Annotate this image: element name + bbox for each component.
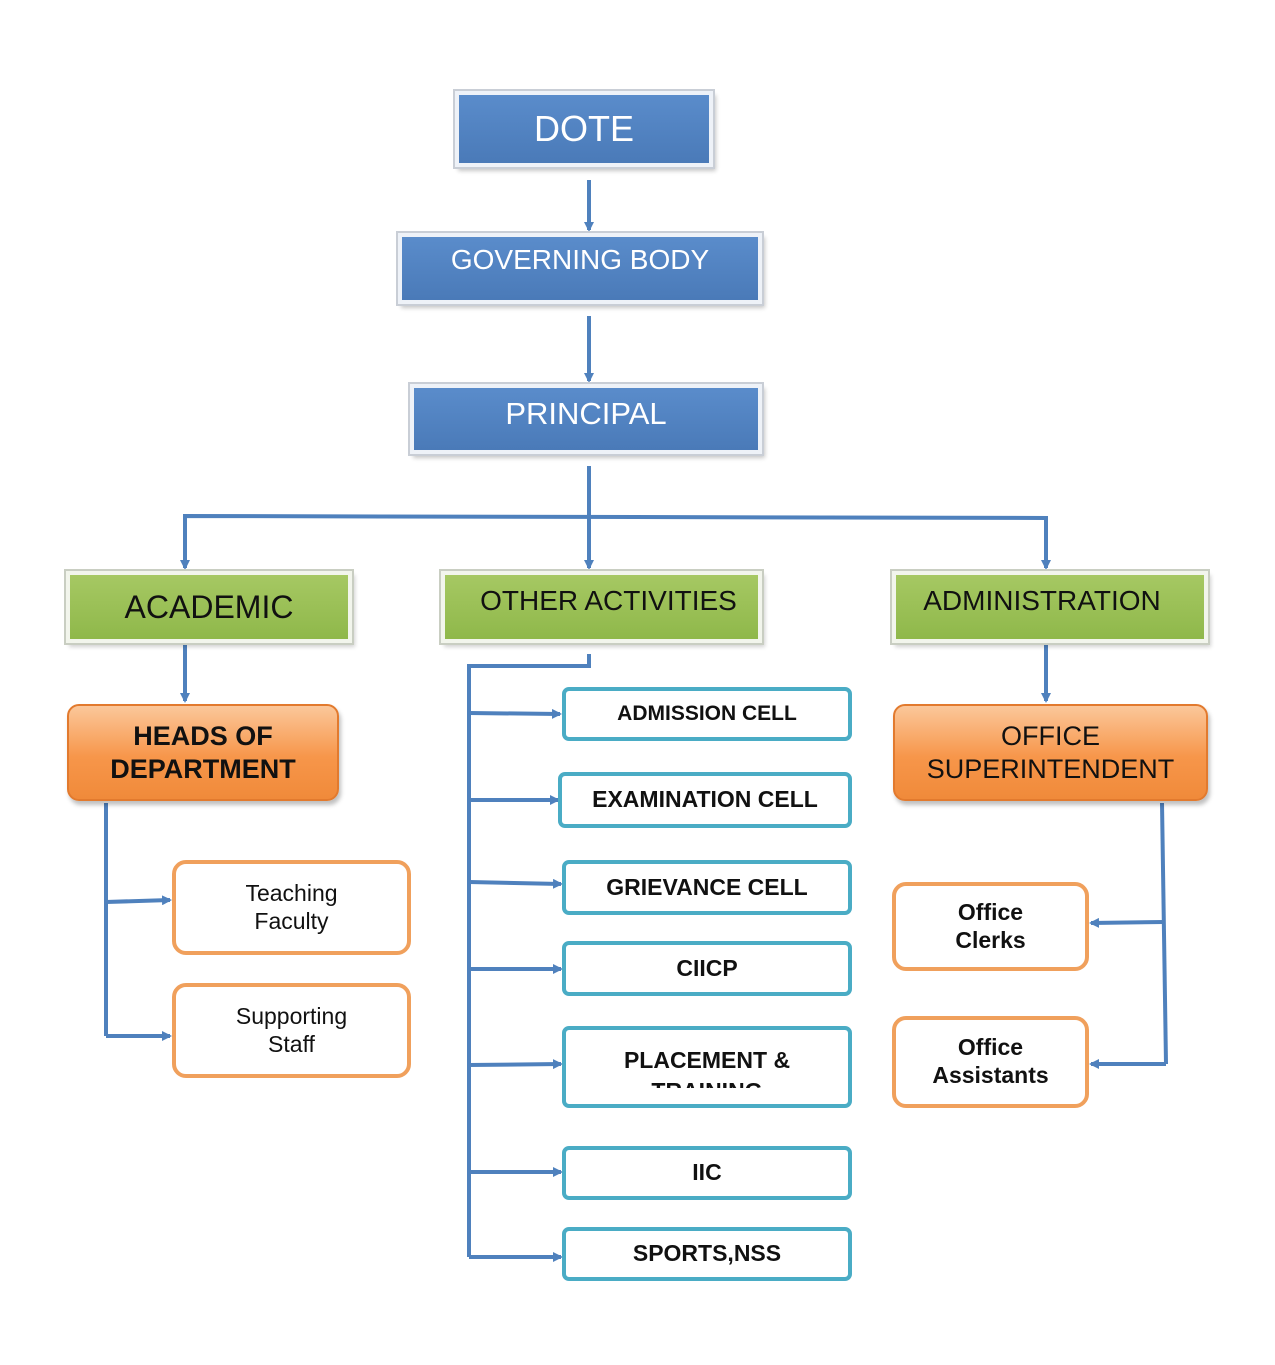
- arrow-to-admission-cell: [468, 708, 562, 719]
- examination-cell-box: EXAMINATION CELL: [558, 772, 852, 828]
- office-superintendent-box: OFFICE SUPERINTENDENT: [893, 704, 1208, 801]
- office-assistants-line1: Office: [957, 1034, 1024, 1061]
- arrow-to-grievance-cell: [468, 878, 563, 889]
- office-assistants-box: Office Assistants: [892, 1016, 1089, 1108]
- teaching-faculty-line1: Teaching: [245, 879, 338, 906]
- academic-box: ACADEMIC: [66, 571, 352, 643]
- other-activities-box: OTHER ACTIVITIES: [441, 571, 762, 643]
- governing-body-label: GOVERNING BODY: [450, 243, 710, 275]
- iic-box: IIC: [562, 1146, 852, 1200]
- grievance-cell-label: GRIEVANCE CELL: [606, 873, 808, 900]
- examination-cell-label: EXAMINATION CELL: [592, 786, 818, 813]
- teaching-faculty-box: Teaching Faculty: [172, 860, 411, 955]
- ciicp-box: CIICP: [562, 941, 852, 996]
- office-assistants-line2: Assistants: [932, 1062, 1049, 1088]
- iic-label: IIC: [692, 1159, 722, 1186]
- supporting-staff-line2: Staff: [268, 1030, 315, 1057]
- administration-box: ADMINISTRATION: [892, 571, 1208, 643]
- admission-cell-label: ADMISSION CELL: [617, 702, 797, 726]
- sports-nss-box: SPORTS,NSS: [562, 1227, 852, 1281]
- office-clerks-line2: Clerks: [955, 926, 1026, 953]
- placement-training-line1: PLACEMENT &: [623, 1047, 791, 1073]
- supporting-staff-box: Supporting Staff: [172, 983, 411, 1078]
- placement-training-box: PLACEMENT & TRAINING: [562, 1026, 852, 1108]
- dote-box: DOTE: [455, 91, 713, 167]
- heads-of-department-box: HEADS OF DEPARTMENT: [67, 704, 339, 801]
- supporting-staff-line1: Supporting: [235, 1002, 348, 1029]
- office-superintendent-spine: [1160, 802, 1168, 1065]
- sports-nss-label: SPORTS,NSS: [632, 1240, 782, 1267]
- teaching-faculty-line2: Faculty: [254, 907, 329, 934]
- administration-label: ADMINISTRATION: [923, 585, 1161, 617]
- ciicp-label: CIICP: [676, 954, 738, 981]
- office-clerks-box: Office Clerks: [892, 882, 1089, 971]
- heads-of-department-line1: HEADS OF: [133, 721, 273, 752]
- academic-label: ACADEMIC: [124, 588, 294, 625]
- heads-of-department-line2: DEPARTMENT: [110, 753, 296, 784]
- dote-label: DOTE: [533, 108, 634, 150]
- principal-label: PRINCIPAL: [505, 396, 667, 432]
- placement-training-text-clip: PLACEMENT & TRAINING: [624, 1030, 790, 1088]
- arrow-to-teaching-faculty: [105, 895, 172, 906]
- office-superintendent-line1: OFFICE: [1001, 721, 1100, 752]
- branch-horizontal: [183, 513, 1048, 568]
- other-activities-label: OTHER ACTIVITIES: [480, 585, 737, 617]
- principal-box: PRINCIPAL: [410, 384, 762, 454]
- arrow-to-office-clerks: [1089, 917, 1165, 928]
- admission-cell-box: ADMISSION CELL: [562, 687, 852, 741]
- governing-body-box: GOVERNING BODY: [398, 233, 762, 304]
- office-clerks-line1: Office: [957, 898, 1024, 925]
- office-superintendent-line2: SUPERINTENDENT: [926, 753, 1175, 784]
- other-activities-spine: [467, 654, 591, 1257]
- arrow-to-placement-training: [468, 1059, 563, 1070]
- grievance-cell-box: GRIEVANCE CELL: [562, 860, 852, 915]
- placement-training-line2: TRAINING: [624, 1076, 790, 1088]
